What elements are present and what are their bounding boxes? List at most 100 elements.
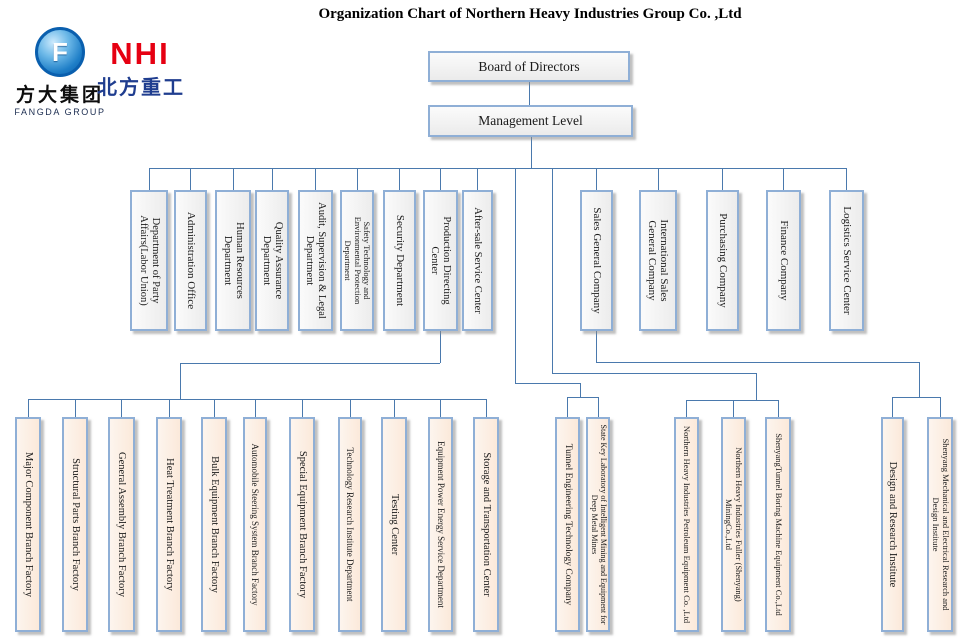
connector-line <box>357 168 358 190</box>
connector-line <box>440 168 441 190</box>
connector-line <box>315 168 316 190</box>
dept-human-resources: Human Resources Department <box>215 190 251 331</box>
factory-major-component-text: Major Component Branch Factory <box>17 419 39 630</box>
dept-quality-assurance: Quality Assurance Department <box>255 190 289 331</box>
connector-line <box>686 400 687 417</box>
dept-equipment-power-energy-text: Equipment Power Energy Service Departmen… <box>430 419 451 630</box>
center-logistics-service-label: Logistics Service Center <box>840 206 853 315</box>
node-management-level-text: Management Level <box>430 107 631 135</box>
dept-security-label: Security Department <box>393 214 406 307</box>
node-board-of-directors-label: Board of Directors <box>478 58 580 74</box>
factory-general-assembly-text: General Assembly Branch Factory <box>110 419 133 630</box>
dept-production-directing-center: Production Directing Center <box>422 190 458 331</box>
lab-state-key-deep-metal-mines-text: State Key Laboratory of Intelligent Mini… <box>588 419 608 630</box>
connector-line <box>180 363 440 364</box>
dept-technology-research-institute-text: Technology Research Institute Department <box>340 419 360 630</box>
dept-after-sale-service-center: After-sale Service Center <box>461 190 493 331</box>
dept-party-affairs-text: Department of Party Affairs(Labor Union) <box>132 192 166 329</box>
institute-shenyang-mech-electrical-text: Shenyang Mechanical and Electrical Resea… <box>929 419 951 630</box>
company-international-sales: International Sales General Company <box>639 190 677 331</box>
factory-automobile-steering-text: Automobile Steering System Branch Factor… <box>245 419 265 630</box>
connector-line <box>75 399 76 417</box>
dept-administration-office-text: Administration Office <box>176 192 205 329</box>
institute-shenyang-mech-electrical-label: Shenyang Mechanical and Electrical Resea… <box>931 438 951 611</box>
dept-party-affairs-label: Department of Party Affairs(Labor Union) <box>138 215 161 306</box>
connector-line <box>255 399 256 417</box>
connector-line <box>778 400 779 417</box>
fangda-logo-icon: F <box>35 27 85 77</box>
dept-production-directing-center-text: Production Directing Center <box>425 192 456 329</box>
institute-design-research-label: Design and Research Institute <box>886 461 898 588</box>
connector-line <box>350 399 351 417</box>
factory-special-equipment: Special Equipment Branch Factory <box>289 417 315 632</box>
connector-line <box>733 400 734 417</box>
node-management-level: Management Level <box>428 105 633 137</box>
company-tunnel-engineering-text: Tunnel Engineering Technology Company <box>557 419 578 630</box>
company-finance: Finance Company <box>765 190 801 331</box>
center-storage-transportation-label: Storage and Transportation Center <box>480 452 492 597</box>
connector-line <box>486 399 487 417</box>
factory-automobile-steering-label: Automobile Steering System Branch Factor… <box>250 443 261 606</box>
connector-line <box>722 168 723 190</box>
dept-after-sale-service-center-label: After-sale Service Center <box>471 207 483 314</box>
company-fuller-mining: Northern Heavy Industries Fuller (Shenya… <box>720 417 746 632</box>
factory-special-equipment-text: Special Equipment Branch Factory <box>291 419 313 630</box>
connector-line <box>658 168 659 190</box>
institute-design-research-text: Design and Research Institute <box>883 419 902 630</box>
factory-heat-treatment-text: Heat Treatment Branch Factory <box>158 419 180 630</box>
connector-line <box>28 399 486 400</box>
center-logistics-service-text: Logistics Service Center <box>831 192 862 329</box>
company-tunnel-engineering-label: Tunnel Engineering Technology Company <box>562 443 573 606</box>
dept-technology-research-institute: Technology Research Institute Department <box>338 417 362 632</box>
connector-line <box>399 168 400 190</box>
nhi-logo: NHI 北方重工 <box>97 38 183 100</box>
connector-line <box>233 168 234 190</box>
company-international-sales-text: International Sales General Company <box>641 192 675 329</box>
company-purchasing-label: Purchasing Company <box>716 213 729 308</box>
connector-line <box>580 383 581 397</box>
connector-line <box>180 363 181 399</box>
connector-line <box>149 168 150 190</box>
factory-structural-parts-label: Structural Parts Branch Factory <box>69 458 81 591</box>
connector-line <box>190 168 191 190</box>
connector-line <box>892 397 893 417</box>
dept-security-text: Security Department <box>385 192 414 329</box>
connector-line <box>567 397 568 417</box>
company-finance-label: Finance Company <box>777 220 790 301</box>
connector-line <box>756 373 757 400</box>
dept-safety-environmental-label: Safety Technology and Environmental Prot… <box>343 216 373 305</box>
company-fuller-mining-text: Northern Heavy Industries Fuller (Shenya… <box>723 419 744 630</box>
node-board-of-directors: Board of Directors <box>428 51 630 82</box>
company-tunnel-engineering: Tunnel Engineering Technology Company <box>554 417 580 632</box>
connector-line <box>440 399 441 417</box>
connector-line <box>515 383 580 384</box>
dept-equipment-power-energy: Equipment Power Energy Service Departmen… <box>427 417 453 632</box>
lab-state-key-deep-metal-mines: State Key Laboratory of Intelligent Mini… <box>586 417 610 632</box>
company-purchasing-text: Purchasing Company <box>708 192 737 329</box>
node-board-of-directors-text: Board of Directors <box>430 53 628 80</box>
connector-line <box>214 399 215 417</box>
nhi-name-cn: 北方重工 <box>97 75 185 99</box>
connector-line <box>440 331 441 363</box>
company-petroleum-equipment: Northern Heavy Industries Petroleum Equi… <box>673 417 699 632</box>
company-finance-text: Finance Company <box>768 192 799 329</box>
company-sales-general: Sales General Company <box>579 190 613 331</box>
center-logistics-service: Logistics Service Center <box>828 190 864 331</box>
fangda-name-cn: 方大集团 <box>15 84 104 106</box>
connector-line <box>598 397 599 417</box>
center-testing-text: Testing Center <box>383 419 405 630</box>
institute-design-research: Design and Research Institute <box>880 417 904 632</box>
fangda-logo: F 方大集团 FANGDA GROUP <box>12 27 108 117</box>
factory-heat-treatment-label: Heat Treatment Branch Factory <box>163 458 175 591</box>
dept-administration-office-label: Administration Office <box>184 211 197 310</box>
factory-bulk-equipment: Bulk Equipment Branch Factory <box>201 417 227 632</box>
connector-line <box>149 168 846 169</box>
company-tunnel-boring-machine-label: ShenyangTunnel Boring Machine Equipment … <box>773 433 784 616</box>
connector-line <box>552 168 553 373</box>
connector-line <box>596 168 597 190</box>
dept-safety-environmental: Safety Technology and Environmental Prot… <box>340 190 374 331</box>
factory-automobile-steering: Automobile Steering System Branch Factor… <box>243 417 267 632</box>
connector-line <box>846 168 847 190</box>
center-testing-label: Testing Center <box>388 493 400 556</box>
dept-audit-supervision-legal: Audit, Supervision & Legal Department <box>297 190 333 331</box>
